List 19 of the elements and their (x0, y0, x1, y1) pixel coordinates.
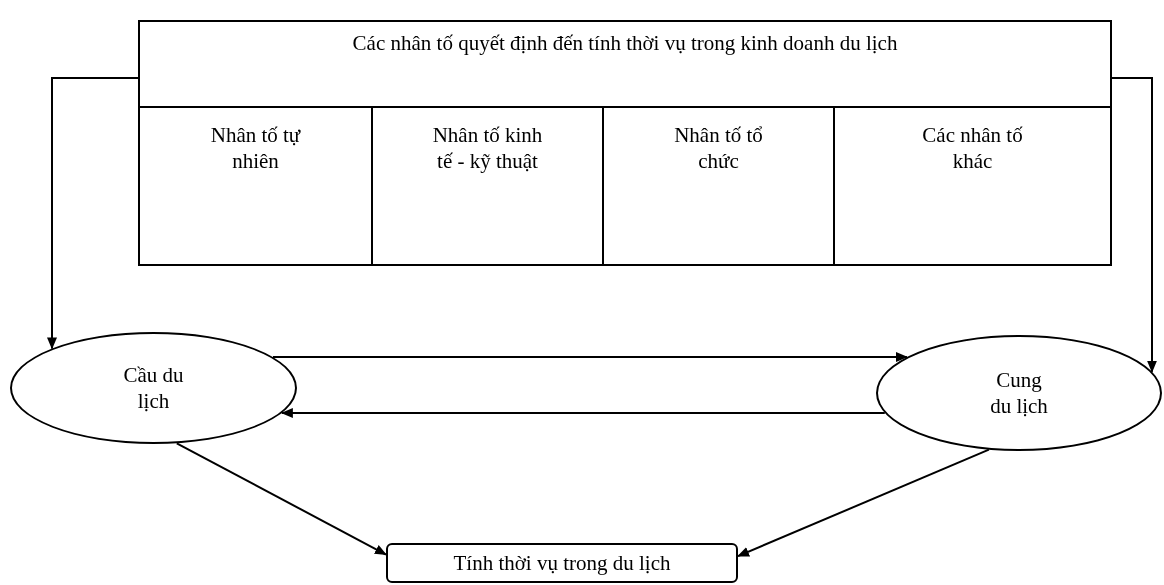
node-text: Cầu du lịch (122, 361, 185, 415)
node-text: Tính thời vụ trong du lịch (453, 549, 671, 577)
node-text: Nhân tố tự nhiên (209, 122, 302, 176)
arrow (1111, 77, 1157, 373)
node-text: Cung du lịch (989, 366, 1049, 420)
node-text: Nhân tố tổ chức (673, 122, 764, 176)
arrow (175, 442, 387, 556)
arrow (272, 352, 908, 362)
node-text: Các nhân tố quyết định đến tính thời vụ trong kinh doanh du lịch (352, 30, 898, 57)
factor-cell (371, 106, 602, 266)
node-text: Các nhân tố khác (921, 122, 1024, 176)
arrow (280, 408, 886, 418)
node-text: Nhân tố kinh tế - kỹ thuật (431, 122, 544, 176)
factor-table-box (138, 20, 1112, 266)
factor-cell (602, 106, 833, 266)
result-box (386, 543, 738, 583)
arrow (47, 77, 139, 350)
arrow (737, 448, 990, 558)
factor-cell (833, 106, 1110, 266)
